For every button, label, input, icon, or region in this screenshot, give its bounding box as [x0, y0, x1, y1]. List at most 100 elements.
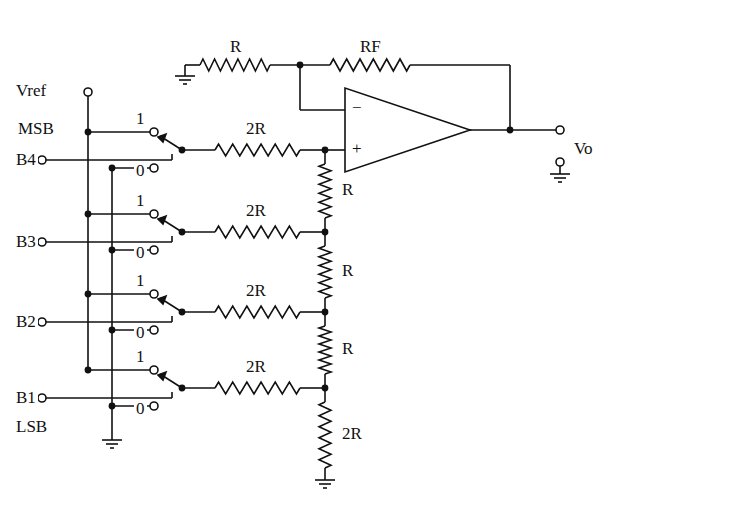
wire [88, 293, 150, 295]
wire [171, 392, 173, 398]
schematic-label: R [340, 181, 355, 200]
wire [300, 149, 325, 151]
schematic-label: 1 [134, 110, 147, 129]
wire [185, 64, 200, 66]
schematic-label: 2R [244, 282, 268, 301]
wire [88, 213, 150, 215]
wire [410, 64, 510, 66]
junction-dot [85, 367, 90, 372]
wire [323, 487, 327, 489]
wire [324, 312, 326, 326]
wire [319, 483, 331, 485]
switch-arrow [158, 134, 166, 142]
wire [182, 311, 215, 313]
schematic-label: B1 [14, 389, 38, 408]
terminal [150, 402, 158, 410]
wire [324, 468, 326, 480]
schematic-label: 1 [134, 272, 147, 291]
input-sign: − [350, 99, 364, 118]
junction-dot [109, 247, 114, 252]
bit-label: MSB [16, 120, 56, 139]
resistor-label: R [228, 38, 243, 57]
schematic-label: B2 [14, 313, 38, 332]
terminal [150, 246, 158, 254]
resistor-symbol [215, 382, 300, 394]
terminal [150, 326, 158, 334]
resistor-label: RF [358, 38, 383, 57]
junction-dot [507, 127, 512, 132]
wire [171, 236, 173, 242]
junction-dot [109, 403, 114, 408]
schematic-label: R [340, 262, 355, 281]
schematic-label: 1 [134, 192, 147, 211]
wire [171, 316, 173, 322]
junction-dot [85, 291, 90, 296]
output-label: Vo [572, 140, 595, 159]
schematic-label: 2R [244, 202, 268, 221]
wire [300, 387, 325, 389]
wire [182, 231, 215, 233]
terminal [150, 164, 158, 172]
wire [324, 388, 326, 402]
wire [550, 173, 570, 175]
wire [111, 168, 113, 440]
resistor-symbol [330, 59, 410, 71]
resistor-symbol [319, 246, 331, 298]
schematic-label: 2R [244, 120, 268, 139]
wire [88, 369, 150, 371]
wire [300, 231, 325, 233]
wire [300, 311, 325, 313]
schematic-label: LSB [14, 418, 49, 437]
wire [179, 79, 191, 81]
wire [171, 154, 173, 160]
schematic-label: B4 [14, 151, 38, 170]
terminal [150, 366, 158, 374]
wire [46, 159, 172, 161]
terminal [556, 158, 564, 166]
wire [324, 150, 326, 164]
junction-dot [109, 327, 114, 332]
resistor-symbol [319, 326, 331, 374]
terminal [84, 88, 92, 96]
input-sign: + [350, 140, 364, 159]
wire [559, 166, 561, 174]
reference-label: Vref [14, 82, 48, 101]
wire [106, 443, 118, 445]
resistor-symbol [319, 402, 331, 468]
wire [182, 149, 215, 151]
resistor-symbol [319, 164, 331, 218]
wire [102, 439, 122, 441]
wire [554, 177, 566, 179]
resistor-symbol [215, 226, 300, 238]
schematic-label: 0 [134, 162, 147, 181]
terminal [38, 238, 46, 246]
wire [300, 109, 345, 111]
wire [182, 387, 215, 389]
wire [183, 83, 187, 85]
wire [88, 131, 150, 133]
schematic-label: 0 [134, 244, 147, 263]
schematic-label: B3 [14, 233, 38, 252]
resistor-symbol [215, 306, 300, 318]
terminal [556, 126, 564, 134]
wire [324, 232, 326, 246]
junction-dot [85, 129, 90, 134]
junction-dot [85, 211, 90, 216]
switch-arrow [158, 372, 166, 380]
wire [46, 241, 172, 243]
wire [299, 65, 301, 110]
wire [184, 65, 186, 76]
opamp-symbol [345, 88, 470, 172]
terminal [150, 210, 158, 218]
terminal [150, 290, 158, 298]
resistor-symbol [200, 59, 270, 71]
terminal [38, 318, 46, 326]
schematic-label: 2R [244, 358, 268, 377]
switch-arrow [158, 216, 166, 224]
wire [175, 75, 195, 77]
resistor-symbol [215, 144, 300, 156]
terminal [150, 128, 158, 136]
switch-arrow [158, 296, 166, 304]
